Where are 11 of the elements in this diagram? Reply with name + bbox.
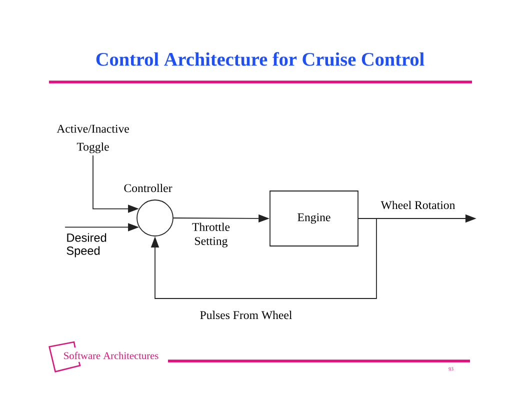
node-label: Controller	[124, 184, 172, 192]
arrow	[150, 218, 377, 299]
edge-label: Desired Speed	[66, 233, 106, 258]
process-box: Engine	[270, 190, 358, 246]
controller-circle	[136, 200, 174, 236]
edge-label: Wheel Rotation	[380, 200, 456, 210]
title: Control Architecture for Cruise Control	[96, 52, 424, 66]
edge-label: Pulses From Wheel	[200, 310, 292, 320]
footer-text: Software Architectures	[64, 352, 158, 360]
edge-label: Throttle Setting	[192, 222, 230, 248]
input-label: Active/Inactive Toggle	[56, 124, 129, 154]
